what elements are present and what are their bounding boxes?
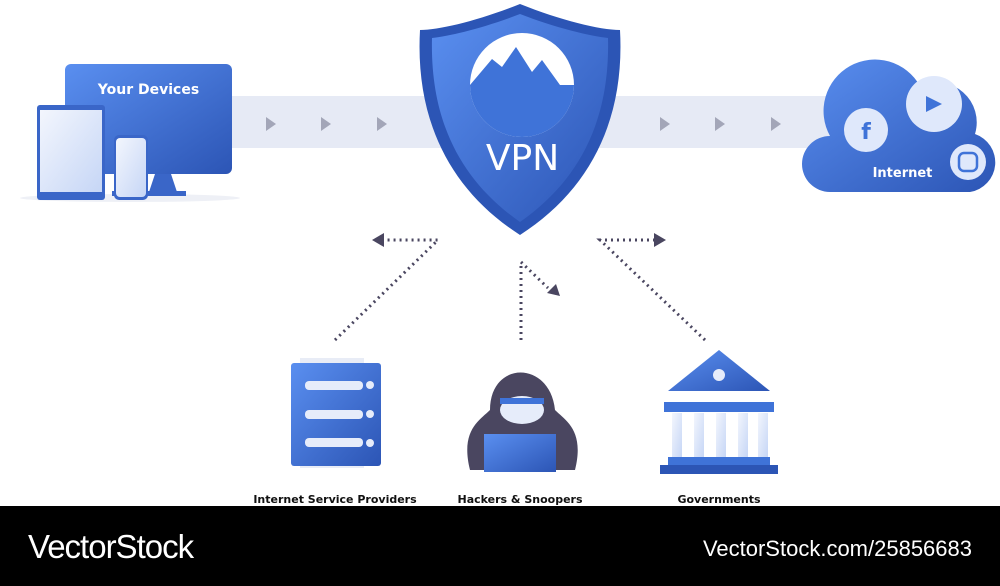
instagram-icon — [957, 151, 979, 173]
threat-label-hackers: Hackers & Snoopers — [457, 493, 583, 506]
threat-label-isp: Internet Service Providers — [253, 493, 417, 506]
hacker-icon — [467, 372, 578, 472]
devices-label: Your Devices — [97, 82, 200, 98]
brand-logo: VectorStock — [28, 528, 194, 565]
vpn-diagram: f — [20, 4, 996, 474]
internet-label: Internet — [872, 166, 933, 181]
connector-lines — [333, 238, 707, 342]
footer-bar: VectorStock VectorStock.com/25856683 — [0, 506, 1000, 586]
internet-cloud-icon: f — [802, 59, 996, 192]
vpn-label: VPN — [485, 138, 560, 179]
arrow-icons — [266, 117, 781, 131]
youtube-icon — [926, 96, 942, 112]
facebook-icon: f — [861, 120, 871, 145]
threat-label-governments: Governments — [677, 493, 761, 506]
server-icon — [291, 358, 381, 468]
devices-icon — [20, 64, 240, 202]
vpn-shield-icon — [419, 4, 621, 235]
image-url: VectorStock.com/25856683 — [702, 536, 972, 561]
government-building-icon — [660, 350, 778, 474]
